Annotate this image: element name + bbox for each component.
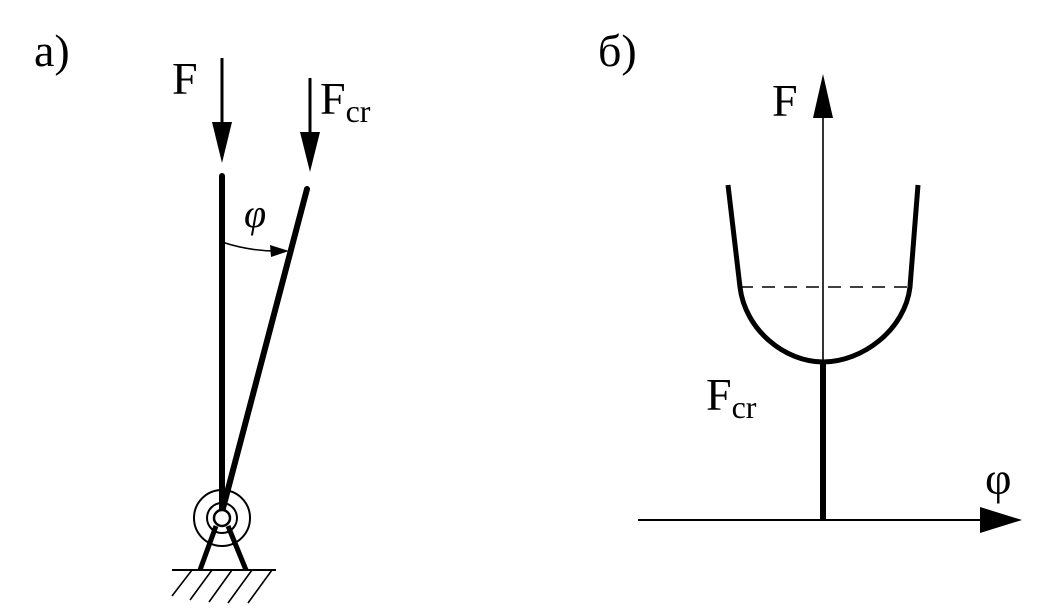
panel-b-graph xyxy=(638,74,1022,533)
force-label: F xyxy=(172,53,198,104)
y-axis-label: F xyxy=(772,75,798,126)
post-buckling-curve xyxy=(725,184,921,365)
angle-label: φ xyxy=(244,191,267,236)
critical-force-sub-b: cr xyxy=(731,389,757,425)
critical-force-arrow xyxy=(300,78,320,172)
critical-force-sub-a: cr xyxy=(345,93,371,129)
angle-arc xyxy=(221,241,289,257)
pin-support xyxy=(171,489,276,604)
critical-force-label-a: Fcr xyxy=(320,73,370,128)
x-axis-label: φ xyxy=(985,453,1012,504)
panel-a-diagram xyxy=(171,58,320,604)
deflected-rod xyxy=(219,186,310,515)
panel-b-label: б) xyxy=(598,25,637,76)
critical-force-main-a: F xyxy=(320,73,346,124)
critical-force-label-b: Fcr xyxy=(706,369,756,424)
x-axis xyxy=(638,507,1022,533)
force-arrow xyxy=(212,58,232,163)
critical-force-main-b: F xyxy=(706,369,732,420)
panel-a-label: a) xyxy=(34,25,70,76)
